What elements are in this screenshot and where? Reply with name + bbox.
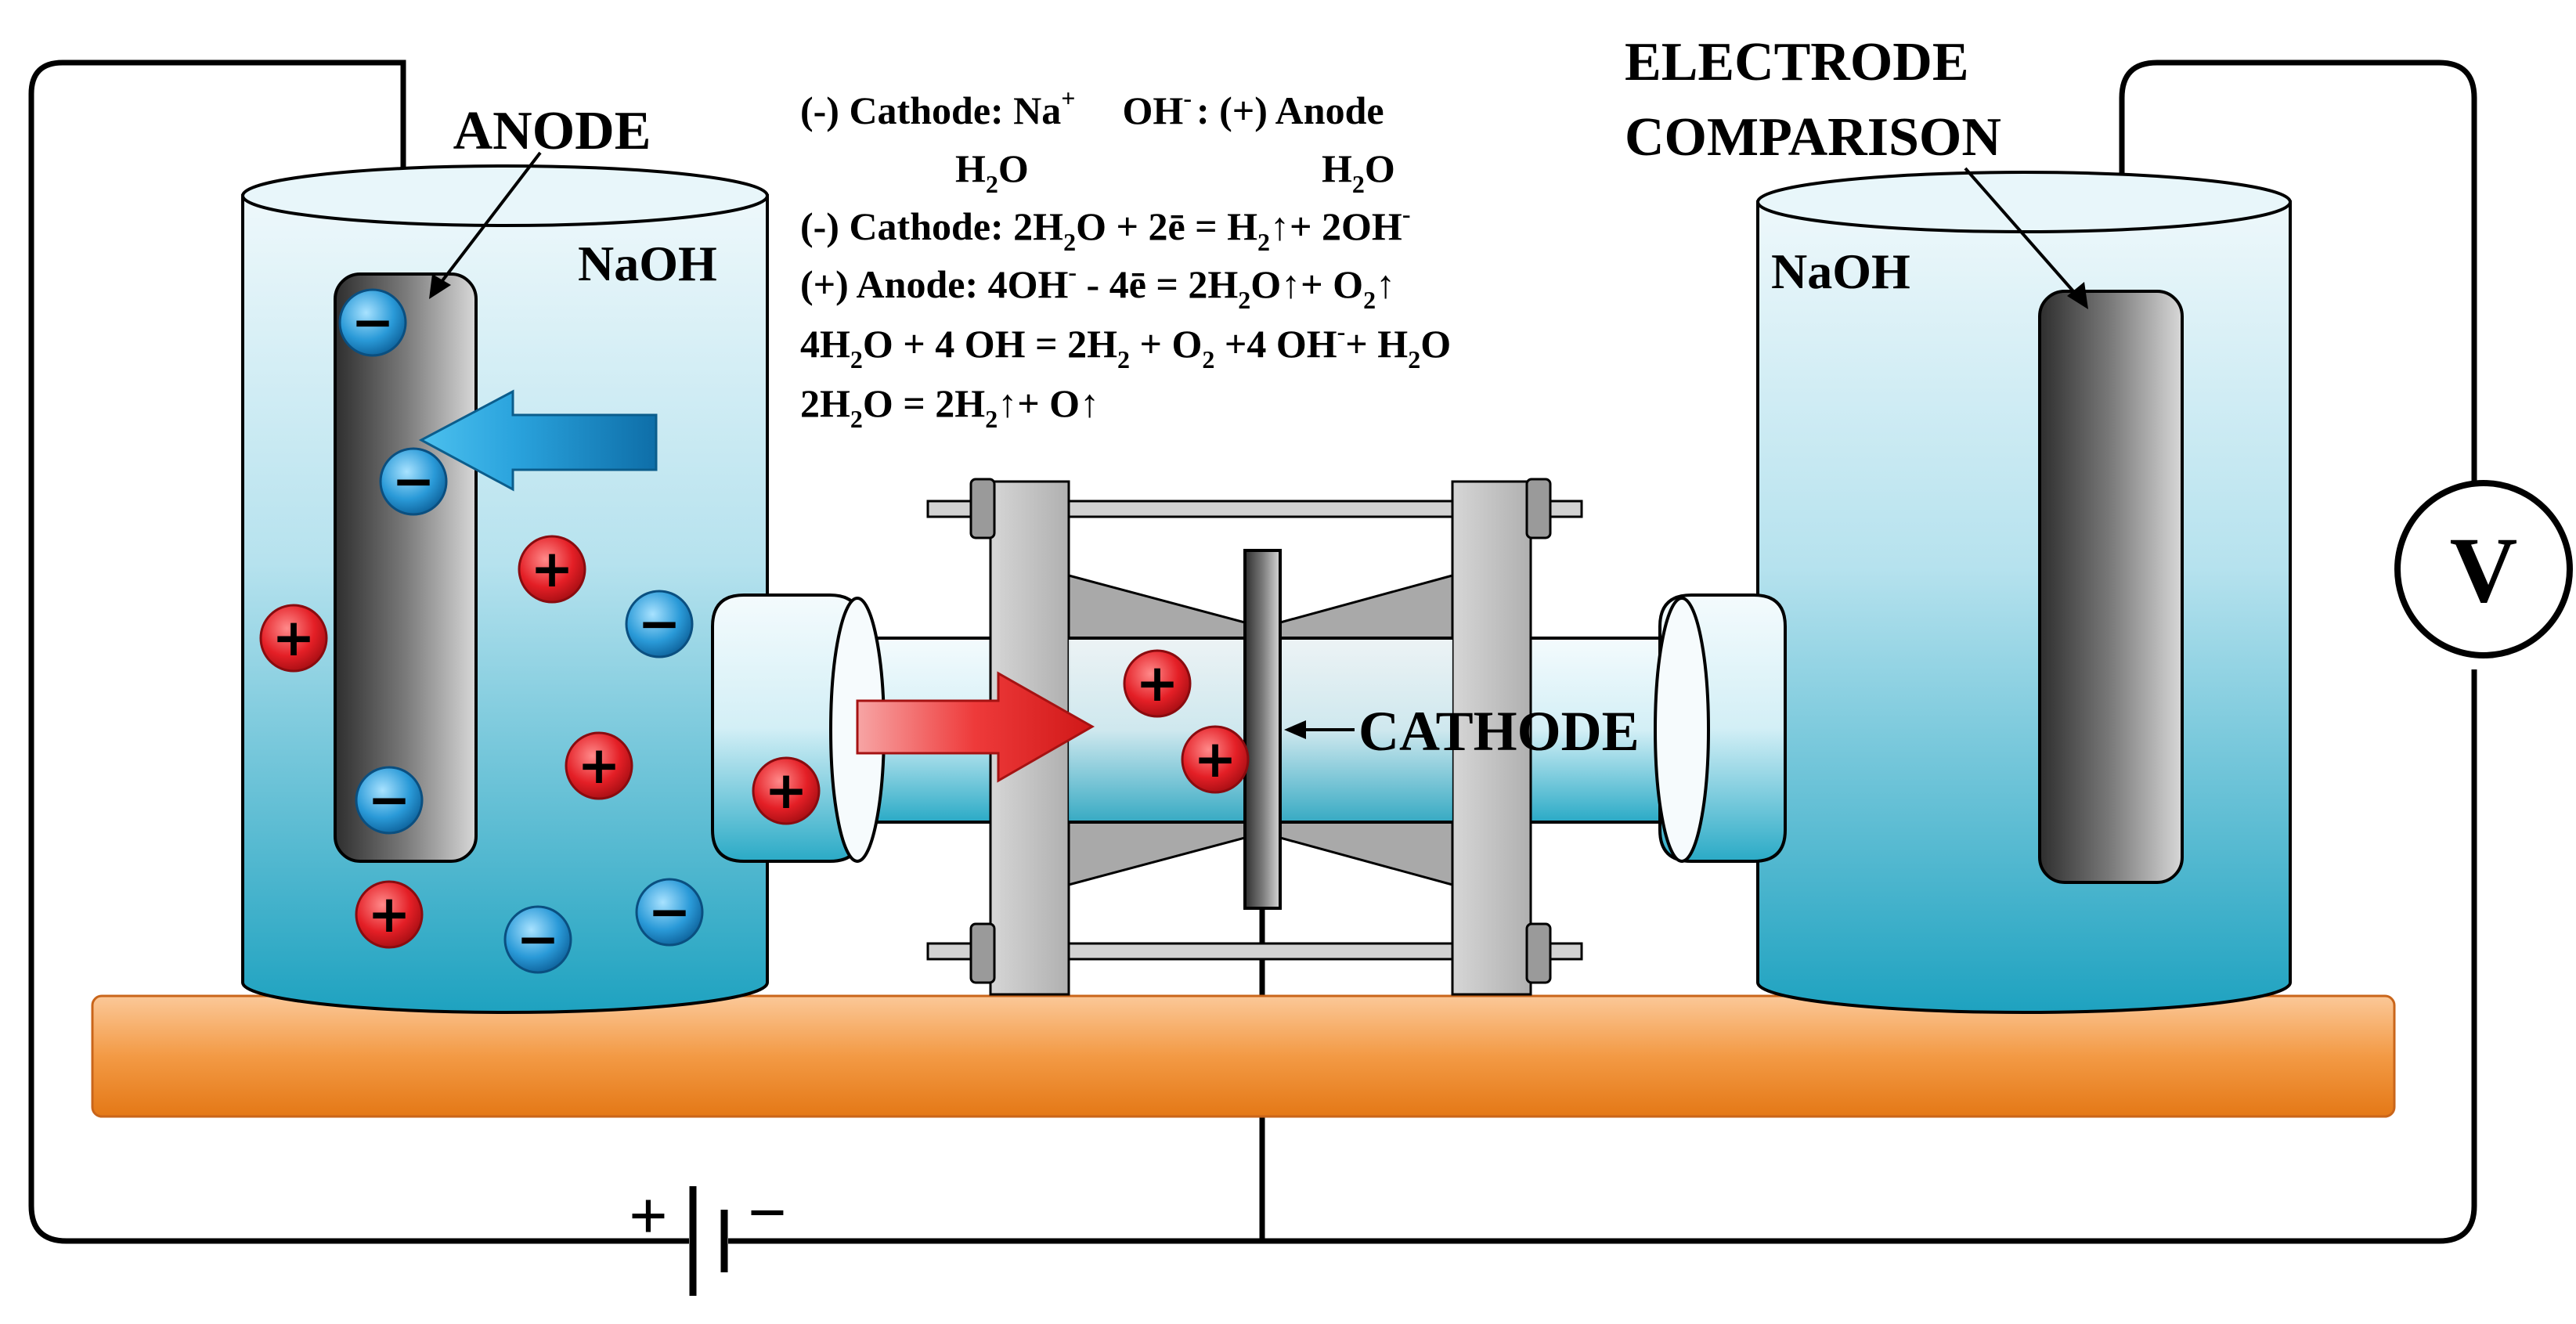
comparison-electrode bbox=[2038, 290, 2184, 884]
negative-ion-sign: − bbox=[637, 593, 680, 654]
blue-arrow bbox=[418, 389, 658, 492]
negative-ion: − bbox=[355, 766, 424, 835]
anode-label: ANODE bbox=[453, 101, 651, 161]
negative-ion-sign: − bbox=[516, 909, 559, 969]
negative-ion-sign: − bbox=[367, 770, 410, 830]
red-arrow bbox=[856, 671, 1095, 783]
positive-ion: + bbox=[355, 880, 424, 949]
positive-ion-sign: + bbox=[1193, 729, 1236, 789]
positive-ion: + bbox=[1181, 725, 1250, 794]
comparison-pointer-arrow bbox=[1964, 167, 2088, 309]
cathode-label: CATHODE bbox=[1358, 700, 1640, 763]
negative-ion: − bbox=[625, 590, 694, 658]
cathode-plate bbox=[1243, 549, 1282, 910]
negative-ion: − bbox=[338, 288, 407, 357]
positive-ion: + bbox=[752, 756, 821, 825]
positive-ion: + bbox=[565, 731, 633, 800]
electrode-comparison-label-2: COMPARISON bbox=[1625, 107, 2001, 168]
voltmeter-wire-top bbox=[2119, 60, 2477, 482]
circuit-wire bbox=[28, 60, 689, 1244]
positive-ion-sign: + bbox=[530, 539, 573, 599]
cathode-pointer-arrow bbox=[1284, 720, 1355, 739]
equation-line-5: 4H2O + 4 OH = 2H2 + O2 +4 OH-+ H2O bbox=[800, 317, 1451, 373]
negative-ion: − bbox=[635, 878, 704, 947]
equation-line-4: (+) Anode: 4OH- - 4ē = 2H2O↑+ O2↑ bbox=[800, 258, 1395, 314]
voltmeter-label: V bbox=[2450, 518, 2518, 622]
voltmeter: V bbox=[2394, 480, 2573, 658]
negative-ion-sign: − bbox=[648, 882, 691, 942]
battery-symbol: + − bbox=[629, 1175, 787, 1296]
negative-ion: − bbox=[503, 905, 572, 974]
equation-line-3: (-) Cathode: 2H2O + 2ē = H2↑+ 2OH- bbox=[800, 200, 1410, 256]
naoh-left-label: NaOH bbox=[578, 236, 717, 291]
positive-ion-sign: + bbox=[367, 884, 410, 944]
positive-ion: + bbox=[518, 535, 586, 604]
negative-ion-sign: − bbox=[391, 451, 435, 511]
positive-ion: + bbox=[259, 604, 328, 673]
electrode-comparison-label-1: ELECTRODE bbox=[1625, 32, 1969, 92]
positive-ion: + bbox=[1123, 649, 1192, 718]
battery-plus-label: + bbox=[629, 1178, 668, 1254]
negative-ion-sign: − bbox=[351, 292, 394, 352]
ions-layer: −−+−++−++−−++ bbox=[259, 288, 1250, 974]
positive-ion-sign: + bbox=[1135, 653, 1178, 713]
positive-ion-sign: + bbox=[764, 760, 807, 821]
positive-ion-sign: + bbox=[577, 735, 620, 795]
anode-electrode bbox=[334, 272, 478, 863]
naoh-right-label: NaOH bbox=[1771, 244, 1910, 299]
positive-ion-sign: + bbox=[272, 608, 315, 668]
battery-minus-label: − bbox=[748, 1175, 787, 1251]
equation-line-6: 2H2O = 2H2↑+ O↑ bbox=[800, 381, 1099, 433]
anode-pointer-arrow bbox=[429, 151, 542, 299]
circuit-wire-right bbox=[728, 669, 2477, 1244]
equation-line-1: (-) Cathode: Na+OH-: (+) Anode bbox=[800, 84, 1384, 132]
negative-ion: − bbox=[379, 447, 448, 516]
base-plate bbox=[91, 994, 2396, 1118]
